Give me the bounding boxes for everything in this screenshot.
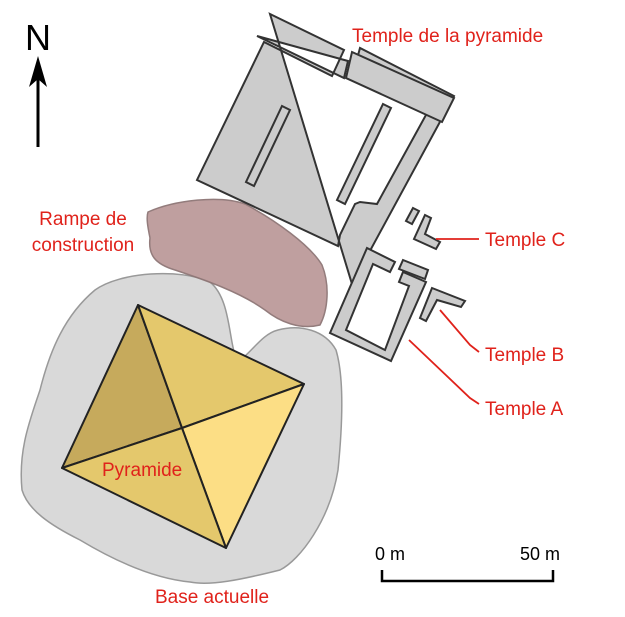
temple-a-label: Temple A [485, 399, 563, 420]
leader-lines [408, 238, 480, 405]
temple-inner-wall-west [244, 104, 292, 188]
temple-b-wall [418, 286, 467, 323]
temple-a-enclosure-wall [328, 246, 428, 363]
pyramid [61, 304, 305, 549]
temple-c [404, 206, 442, 251]
scale-bar-line [380, 570, 555, 583]
scale-end-label: 50 m [520, 544, 560, 564]
rampe-label-line2: construction [32, 235, 134, 256]
temple-b [418, 286, 467, 323]
north-label: N [25, 17, 51, 58]
temple-de-la-pyramide [195, 12, 456, 287]
north-arrow-head [29, 56, 47, 87]
north-arrow [29, 56, 47, 147]
temple-a-leader-line [408, 339, 480, 405]
temple-c-label: Temple C [485, 230, 565, 251]
temple-b-label: Temple B [485, 345, 564, 366]
scale-start-label: 0 m [375, 544, 405, 564]
temple-de-la-pyramide-label: Temple de la pyramide [352, 26, 543, 47]
temple-a-wall-east [397, 258, 430, 281]
rampe-label-line1: Rampe de [39, 209, 127, 230]
base-actuelle-label: Base actuelle [155, 587, 269, 608]
temple-north-wall-east [344, 50, 456, 124]
temple-c-wall-north [404, 206, 421, 226]
temple-inner-wall-east [335, 102, 393, 206]
pyramid-face-south [61, 427, 227, 549]
scale-bar [380, 570, 555, 583]
pyramide-label: Pyramide [102, 460, 182, 481]
temple-c-wall-south [412, 213, 442, 251]
temple-b-leader-line [439, 309, 480, 353]
rampe-de-construction-area [146, 198, 328, 328]
temple-a [328, 246, 430, 363]
